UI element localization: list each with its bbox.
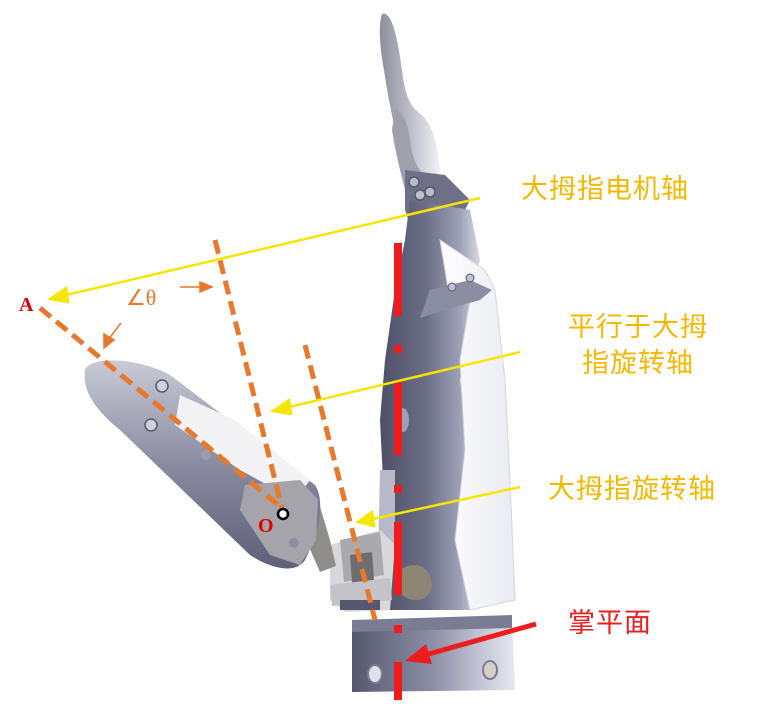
palm-plane-arrow <box>405 621 537 664</box>
thumb <box>84 360 321 569</box>
parallel-axis-leader <box>284 350 521 410</box>
label-thumb-motor-axis: 大拇指电机轴 <box>521 174 689 205</box>
angle-arrows <box>103 280 214 350</box>
point-o-marker <box>276 507 290 521</box>
point-a-label: A <box>19 294 34 316</box>
label-thumb-rotation-axis: 大拇指旋转轴 <box>548 474 716 505</box>
angle-theta-label: ∠θ <box>126 285 157 310</box>
label-parallel-axis-line1: 平行于大拇 <box>568 312 708 343</box>
motor-axis-leader <box>61 196 481 298</box>
rotation-axis-leader <box>367 485 521 522</box>
label-parallel-axis: 平行于大拇 指旋转轴 <box>548 310 728 382</box>
palm-column <box>378 189 516 611</box>
label-palm-plane: 掌平面 <box>568 608 652 639</box>
label-parallel-axis-line2: 指旋转轴 <box>582 348 694 379</box>
point-o-label: O <box>258 515 274 537</box>
orange-dashed-lines <box>38 239 378 621</box>
thumb-axis-line-AO <box>38 306 284 510</box>
palm-base <box>352 615 515 692</box>
thumb-rotation-axis-line <box>302 344 378 621</box>
parallel-axis-line <box>212 239 285 509</box>
yellow-annotation-lines <box>46 196 521 528</box>
